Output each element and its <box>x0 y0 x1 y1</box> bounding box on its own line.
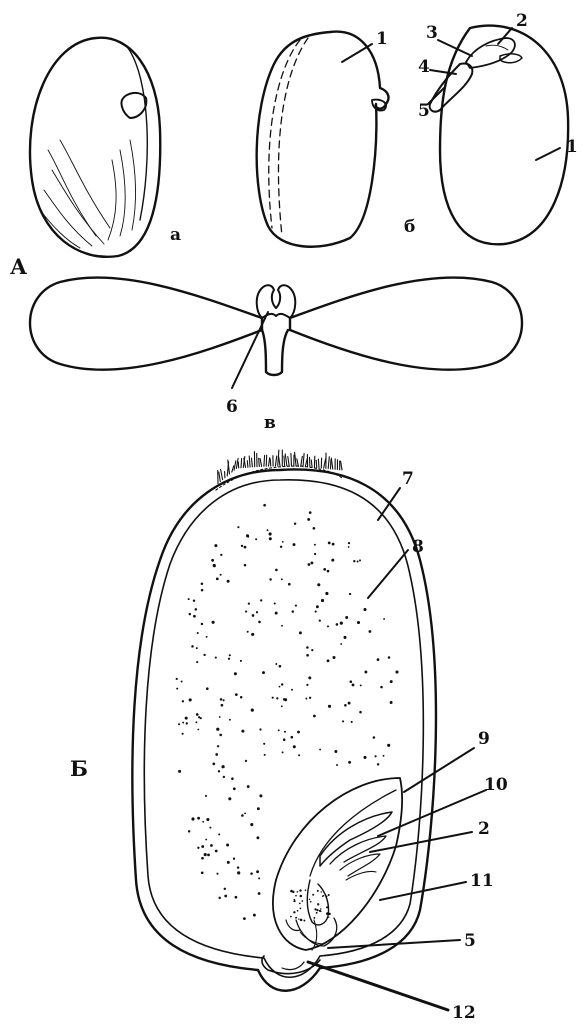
bean-seed-whole <box>30 38 160 257</box>
callout-1-side: 1 <box>566 137 578 157</box>
callout-7: 7 <box>402 469 414 489</box>
wheat-grain-section <box>132 466 436 991</box>
label-sub-v: в <box>264 413 276 433</box>
callout-3: 3 <box>426 23 438 43</box>
callout-6: 6 <box>226 397 238 417</box>
callout-10: 10 <box>484 775 508 795</box>
label-sub-b: б <box>404 217 415 237</box>
bean-seed-half-embryo <box>430 26 569 245</box>
callout-5-top: 5 <box>418 101 430 121</box>
callout-2-grain: 2 <box>478 819 490 839</box>
label-section-B: Б <box>70 756 88 781</box>
figure-labels: А Б а б в 1 3 2 4 5 1 6 7 8 9 10 2 11 5 … <box>10 11 578 1023</box>
label-sub-a: а <box>170 225 181 245</box>
callout-12: 12 <box>452 1003 476 1023</box>
callout-11: 11 <box>470 871 494 891</box>
endosperm-dots <box>176 504 399 920</box>
callout-2-top: 2 <box>516 11 528 31</box>
callout-9: 9 <box>478 729 490 749</box>
bean-cotyledons-open <box>30 277 522 375</box>
leader-lines <box>232 28 560 1010</box>
callout-4: 4 <box>418 57 430 77</box>
label-section-A: А <box>10 254 27 279</box>
callout-1-top: 1 <box>376 29 388 49</box>
bean-seed-half-coated <box>257 32 389 247</box>
callout-8: 8 <box>412 537 424 557</box>
callout-5-grain: 5 <box>464 931 476 951</box>
